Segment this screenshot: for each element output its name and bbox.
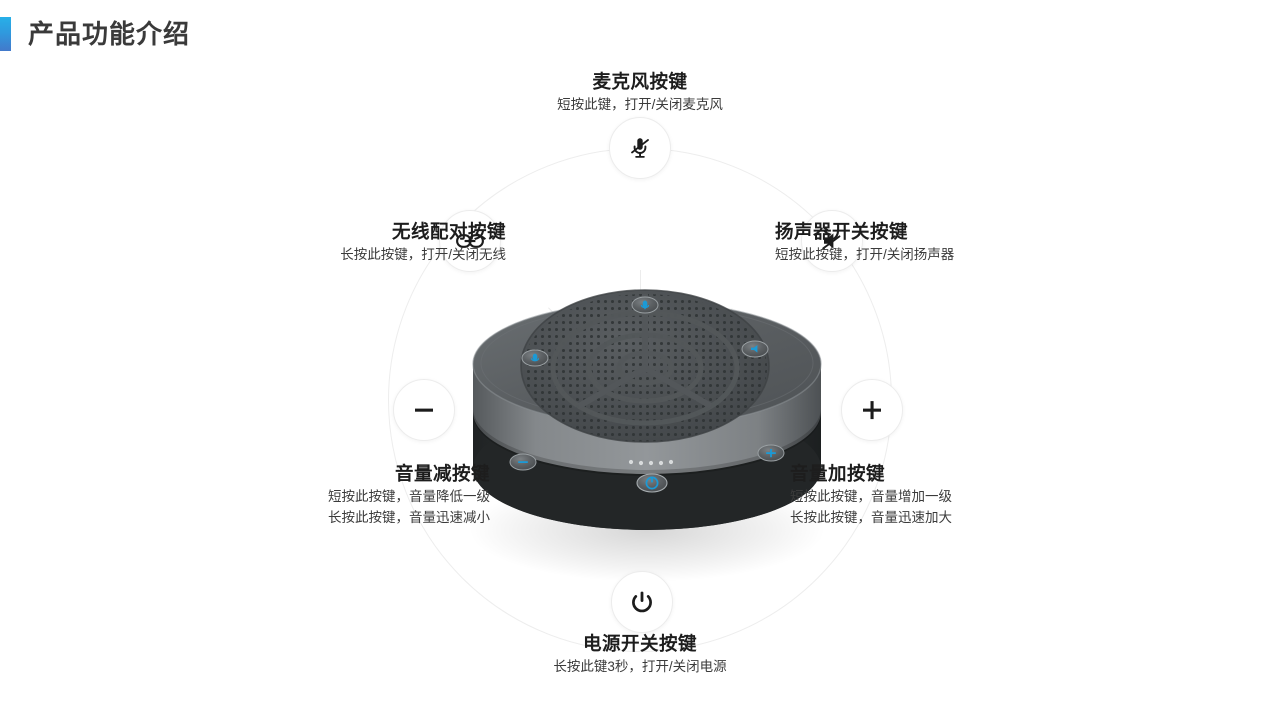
callout-title: 扬声器开关按键: [775, 221, 909, 242]
callout-desc-line: 短按此按键，音量降低一级: [328, 488, 490, 504]
microphone-mute-icon: [628, 135, 652, 161]
callout-title: 音量加按键: [790, 463, 886, 484]
led-indicator-dots: [628, 459, 674, 466]
device-button-volume-up: [757, 444, 785, 462]
callout-desc-line: 短按此按键，打开/关闭扬声器: [775, 246, 955, 262]
callout-desc-line: 长按此键3秒，打开/关闭电源: [553, 658, 727, 674]
link-chain-icon: [456, 232, 484, 250]
bubble-microphone[interactable]: [609, 117, 671, 179]
speaker-mute-icon: [819, 229, 845, 253]
callout-wireless-pairing: 无线配对按键 长按此按键，打开/关闭无线: [200, 220, 506, 266]
callout-desc-line: 短按此键，打开/关闭麦克风: [557, 96, 723, 112]
header-accent-bar: [0, 17, 11, 51]
callout-power: 电源开关按键 长按此键3秒，打开/关闭电源: [470, 632, 810, 678]
bubble-speaker-switch[interactable]: [801, 210, 863, 272]
callout-volume-up: 音量加按键 短按此按键，音量增加一级 长按此按键，音量迅速加大: [790, 462, 1120, 529]
device-button-speaker: [741, 340, 769, 358]
page-header: 产品功能介绍: [0, 14, 190, 54]
feature-diagram: 麦克风按键 短按此键，打开/关闭麦克风 无线配对按键 长按此按键，打开/关闭无线: [0, 60, 1280, 720]
callout-microphone: 麦克风按键 短按此键，打开/关闭麦克风: [470, 70, 810, 116]
callout-desc-line: 长按此按键，打开/关闭无线: [340, 246, 506, 262]
minus-icon: [411, 397, 437, 423]
callout-title: 电源开关按键: [582, 633, 697, 654]
callout-volume-down: 音量减按键 短按此按键，音量降低一级 长按此按键，音量迅速减小: [170, 462, 490, 529]
callout-title: 音量减按键: [394, 463, 490, 484]
bubble-power[interactable]: [611, 571, 673, 633]
callout-title: 无线配对按键: [391, 221, 506, 242]
page-title: 产品功能介绍: [28, 19, 191, 49]
device-button-power: [636, 473, 668, 493]
plus-icon: [859, 397, 885, 423]
bubble-volume-up[interactable]: [841, 379, 903, 441]
callout-speaker-switch: 扬声器开关按键 短按此按键，打开/关闭扬声器: [775, 220, 1095, 266]
callout-desc-line: 长按此按键，音量迅速减小: [328, 509, 490, 525]
device-button-volume-down: [509, 453, 537, 471]
bubble-wireless-pairing[interactable]: [439, 210, 501, 272]
callout-desc-line: 短按此按键，音量增加一级: [790, 488, 952, 504]
callout-desc-line: 长按此按键，音量迅速加大: [790, 509, 952, 525]
conference-speaker-device: [455, 200, 835, 600]
device-button-pairing: [521, 349, 549, 367]
callout-title: 麦克风按键: [592, 71, 688, 92]
power-icon: [629, 589, 655, 615]
device-button-microphone: [631, 296, 659, 314]
bubble-volume-down[interactable]: [393, 379, 455, 441]
